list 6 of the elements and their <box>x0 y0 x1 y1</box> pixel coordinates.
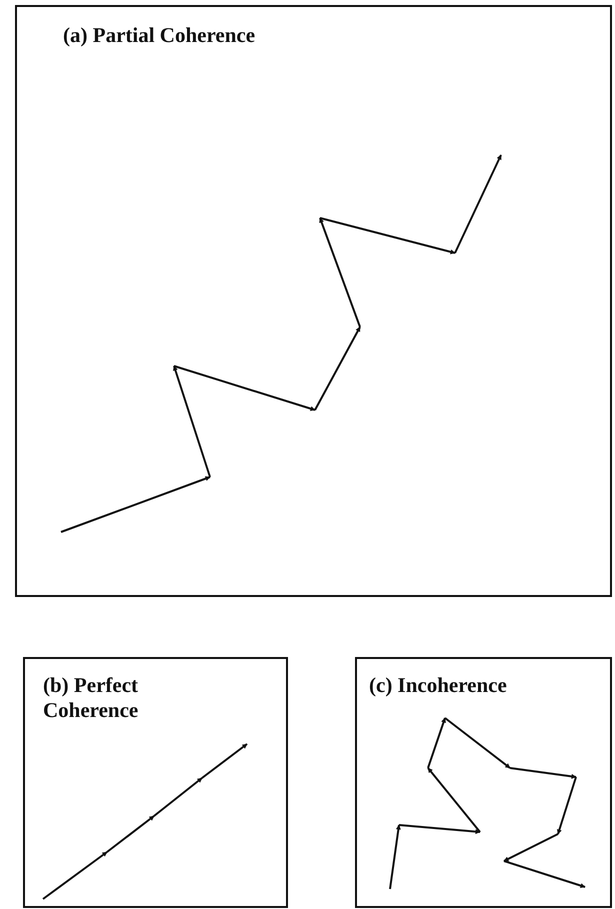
panel-title: (a) Partial Coherence <box>63 23 256 48</box>
panel-frame <box>15 5 612 597</box>
panel-frame <box>355 657 612 908</box>
panel-title: (b) Perfect Coherence <box>43 673 140 724</box>
panel-title: (c) Incoherence <box>369 673 508 698</box>
panel-frame <box>23 657 288 908</box>
